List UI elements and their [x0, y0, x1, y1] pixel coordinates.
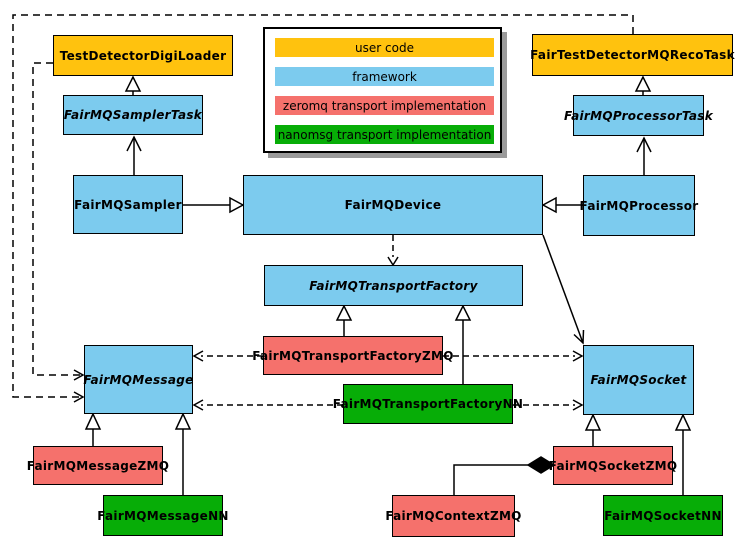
edge-tfnn-to-transportfactory [454, 304, 472, 384]
node-fairmqprocessor: FairMQProcessor [580, 175, 698, 236]
node-label: FairMQSocketNN [604, 508, 722, 523]
node-fairmqdevice: FairMQDevice [243, 175, 543, 235]
edge-tfzmq-to-transportfactory [335, 304, 353, 336]
node-fairmqsamplertask: FairMQSamplerTask [63, 95, 203, 135]
edge-socketnn-to-socket [674, 413, 692, 495]
legend: user code framework zeromq transport imp… [263, 27, 502, 153]
edge-recotask-to-message [12, 14, 634, 403]
node-fairtestdetectormqrecotask: FairTestDetectorMQRecoTask [530, 34, 735, 76]
legend-label: nanomsg transport implementation [277, 127, 492, 142]
legend-label: framework [352, 69, 417, 84]
node-label: FairMQDevice [344, 198, 442, 212]
legend-item-zeromq: zeromq transport implementation [275, 96, 494, 115]
edge-sampler-to-samplertask [126, 135, 142, 175]
edge-tfzmq-to-message [192, 350, 263, 362]
node-label: FairMQProcessor [579, 198, 699, 213]
edge-processortask-to-recotask [634, 75, 652, 95]
node-fairmqsocketzmq: FairMQSocketZMQ [549, 446, 677, 485]
edge-tfzmq-to-socket [443, 350, 584, 362]
node-label: FairMQProcessorTask [563, 108, 714, 123]
node-label: FairMQTransportFactoryNN [332, 397, 524, 411]
node-fairmqmessagezmq: FairMQMessageZMQ [27, 446, 169, 485]
edge-sampler-to-device [183, 196, 245, 214]
edge-digiloader-to-message [32, 62, 85, 381]
node-label: FairMQSampler [74, 197, 182, 212]
node-fairmqmessage: FairMQMessage [83, 345, 194, 414]
legend-item-framework: framework [275, 67, 494, 86]
node-fairmqsampler: FairMQSampler [73, 175, 183, 234]
node-label: FairMQSocket [590, 373, 687, 387]
legend-label: user code [355, 40, 414, 55]
legend-item-user-code: user code [275, 38, 494, 57]
edge-messagezmq-to-message [84, 412, 102, 446]
legend-label: zeromq transport implementation [282, 98, 487, 113]
node-label: FairMQSocketZMQ [548, 458, 678, 473]
edge-device-to-socket [542, 234, 585, 345]
edge-messagenn-to-message [174, 412, 192, 495]
node-fairmqmessagenn: FairMQMessageNN [97, 495, 228, 536]
node-label: FairMQMessageNN [97, 508, 229, 523]
node-testdetectordigiloader: TestDetectorDigiLoader [53, 35, 233, 76]
edge-samplertask-to-digiloader [124, 75, 142, 95]
node-fairmqtransportfactoryzmq: FairMQTransportFactoryZMQ [252, 336, 453, 375]
node-label: TestDetectorDigiLoader [59, 48, 227, 63]
legend-item-nanomsg: nanomsg transport implementation [275, 125, 494, 144]
node-label: FairMQContextZMQ [385, 509, 522, 523]
node-label: FairMQTransportFactoryZMQ [252, 348, 454, 363]
edge-contextzmq-to-socketzmq [453, 456, 556, 495]
node-label: FairMQTransportFactory [309, 278, 478, 293]
node-fairmqsocketnn: FairMQSocketNN [603, 495, 723, 536]
edge-tfnn-to-socket [513, 399, 584, 411]
node-fairmqtransportfactory: FairMQTransportFactory [264, 265, 523, 306]
edge-processor-to-device [541, 196, 583, 214]
node-label: FairMQMessageZMQ [26, 458, 170, 473]
node-label: FairTestDetectorMQRecoTask [530, 48, 735, 62]
node-label: FairMQSamplerTask [63, 108, 203, 122]
edge-tfnn-to-message [192, 399, 343, 411]
edge-processor-to-processortask [636, 136, 652, 175]
node-fairmqtransportfactorynn: FairMQTransportFactoryNN [333, 384, 523, 424]
node-fairmqcontextzmq: FairMQContextZMQ [385, 495, 521, 537]
node-fairmqprocessortask: FairMQProcessorTask [564, 95, 713, 136]
edge-socketzmq-to-socket [584, 413, 602, 446]
node-label: FairMQMessage [83, 372, 194, 387]
node-fairmqsocket: FairMQSocket [583, 345, 694, 415]
edge-device-to-transportfactory [387, 235, 399, 267]
